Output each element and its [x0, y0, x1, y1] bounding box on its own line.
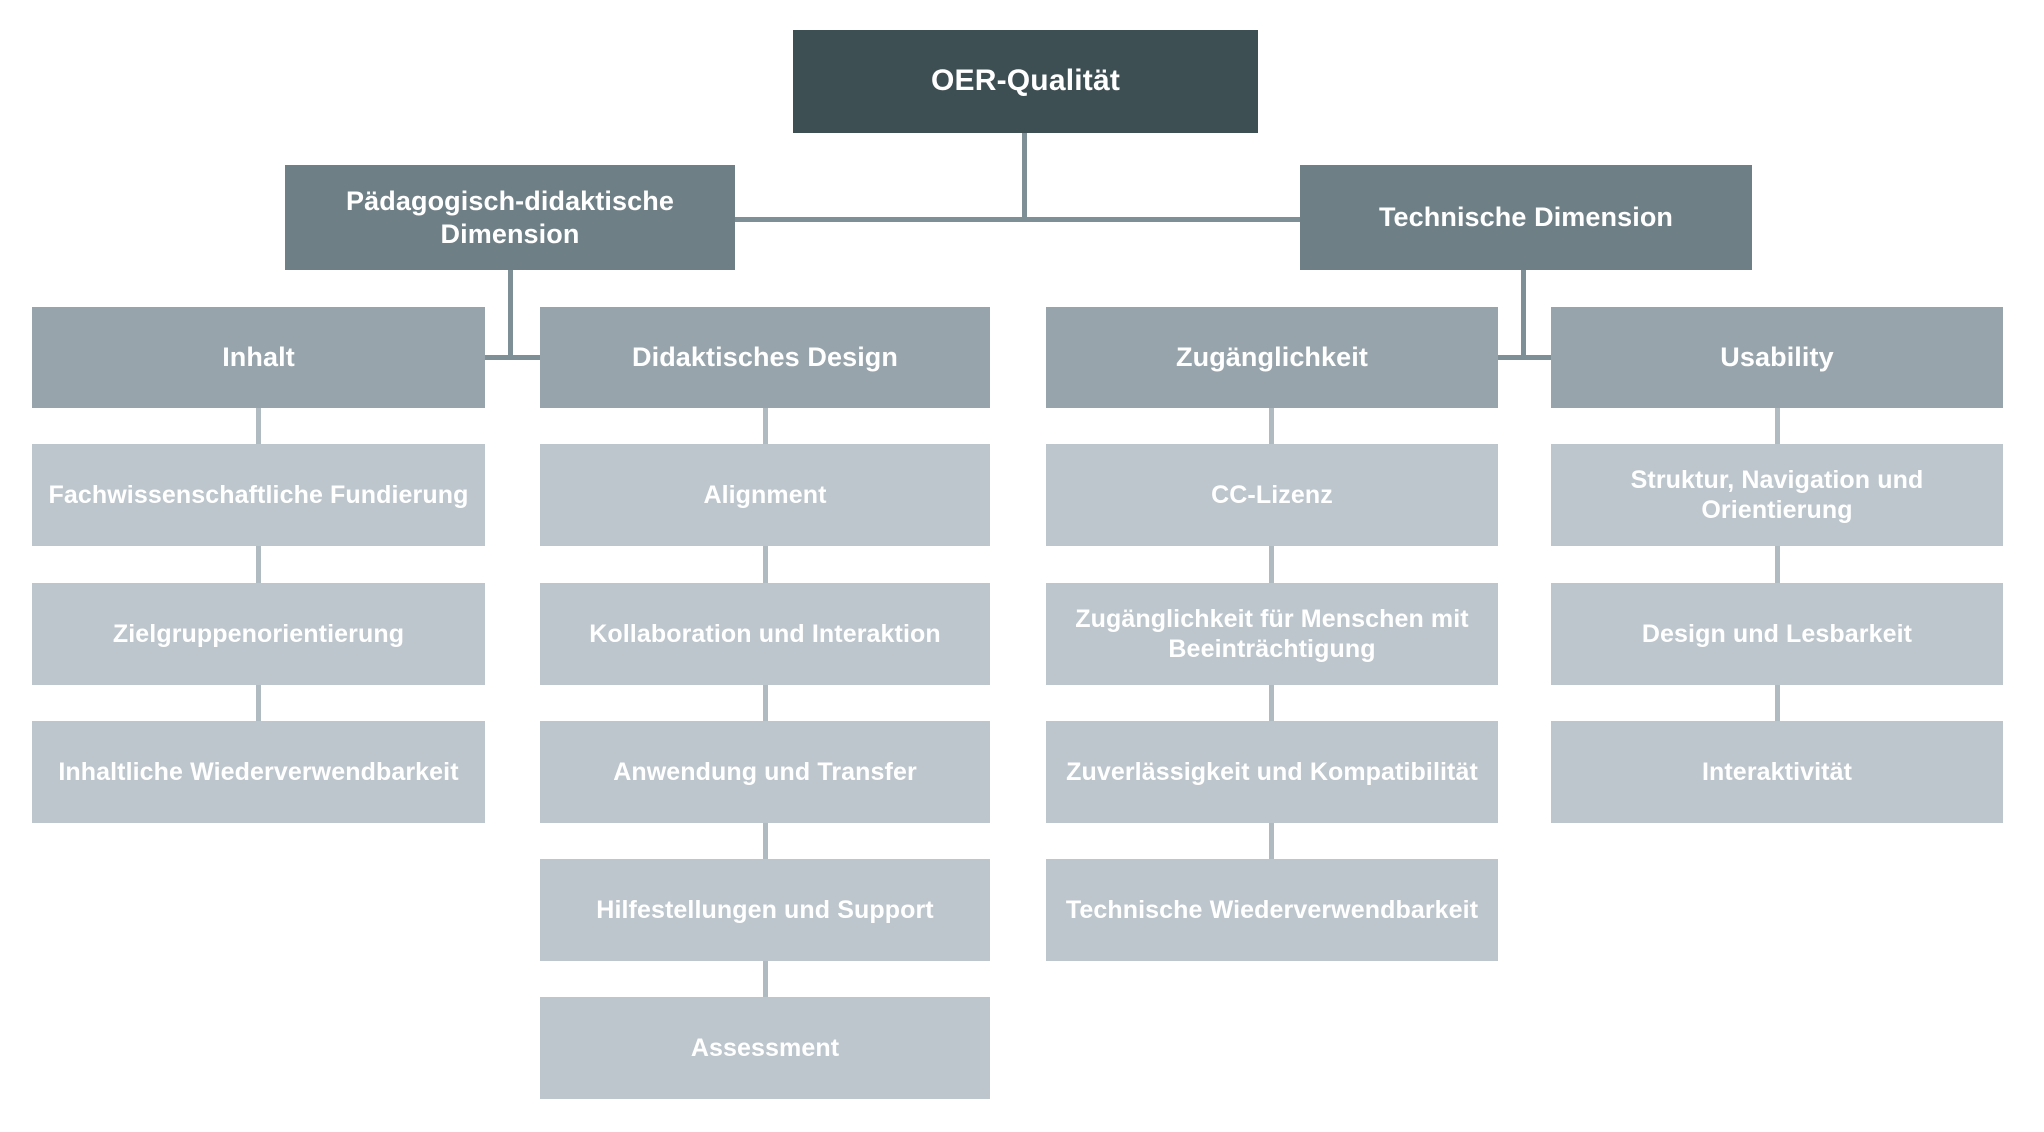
connector-col3-spine	[1269, 822, 1274, 859]
connector-col3-spine	[1269, 546, 1274, 583]
node-criterion-hilfestellungen-und-support[interactable]: Hilfestellungen und Support	[540, 859, 990, 961]
node-criterion-cc-lizenz[interactable]: CC-Lizenz	[1046, 444, 1498, 546]
connector-col1-spine	[256, 546, 261, 583]
node-criterion-inhaltliche-wiederverwendbarkeit[interactable]: Inhaltliche Wiederverwendbarkeit	[32, 721, 485, 823]
node-criterion-zielgruppenorientierung[interactable]: Zielgruppenorientierung	[32, 583, 485, 685]
connector-col1-spine	[256, 408, 261, 445]
connector-col3-spine	[1269, 684, 1274, 721]
connector-dim-left-vertical	[508, 270, 513, 360]
node-root-oer-qualitaet[interactable]: OER-Qualität	[793, 30, 1258, 133]
node-category-zugaenglichkeit[interactable]: Zugänglichkeit	[1046, 307, 1498, 408]
connector-col3-spine	[1269, 408, 1274, 445]
connector-col2-spine	[763, 822, 768, 859]
connector-col4-spine	[1775, 408, 1780, 445]
connector-col2-spine	[763, 408, 768, 445]
node-criterion-alignment[interactable]: Alignment	[540, 444, 990, 546]
connector-cat-right-horizontal	[1498, 355, 1554, 360]
node-criterion-struktur-navigation-und-orientierung[interactable]: Struktur, Navigation und Orientierung	[1551, 444, 2003, 546]
node-criterion-technische-wiederverwendbarkeit[interactable]: Technische Wiederverwendbarkeit	[1046, 859, 1498, 961]
node-category-usability[interactable]: Usability	[1551, 307, 2003, 408]
connector-col2-spine	[763, 684, 768, 721]
node-criterion-assessment[interactable]: Assessment	[540, 997, 990, 1099]
node-dimension-technisch[interactable]: Technische Dimension	[1300, 165, 1752, 270]
node-criterion-fachwissenschaftliche-fundierung[interactable]: Fachwissenschaftliche Fundierung	[32, 444, 485, 546]
connector-col2-spine	[763, 546, 768, 583]
node-dimension-paedagogisch-didaktisch[interactable]: Pädagogisch-didaktische Dimension	[285, 165, 735, 270]
connector-col1-spine	[256, 684, 261, 721]
connector-dim-right-vertical	[1521, 270, 1526, 360]
node-criterion-anwendung-und-transfer[interactable]: Anwendung und Transfer	[540, 721, 990, 823]
node-criterion-kollaboration-und-interaktion[interactable]: Kollaboration und Interaktion	[540, 583, 990, 685]
connector-dimensions-horizontal	[735, 217, 1301, 222]
node-category-inhalt[interactable]: Inhalt	[32, 307, 485, 408]
node-criterion-zuverlaessigkeit-und-kompatibilitaet[interactable]: Zuverlässigkeit und Kompatibilität	[1046, 721, 1498, 823]
connector-col4-spine	[1775, 546, 1780, 583]
node-category-didaktisches-design[interactable]: Didaktisches Design	[540, 307, 990, 408]
node-criterion-zugaenglichkeit-fuer-menschen-mit-beeintraechtigung[interactable]: Zugänglichkeit für Menschen mit Beeinträ…	[1046, 583, 1498, 685]
node-criterion-interaktivitaet[interactable]: Interaktivität	[1551, 721, 2003, 823]
connector-root-vertical	[1022, 133, 1027, 221]
connector-col4-spine	[1775, 684, 1780, 721]
connector-col2-spine	[763, 960, 768, 997]
connector-cat-left-horizontal	[485, 355, 541, 360]
node-criterion-design-und-lesbarkeit[interactable]: Design und Lesbarkeit	[1551, 583, 2003, 685]
